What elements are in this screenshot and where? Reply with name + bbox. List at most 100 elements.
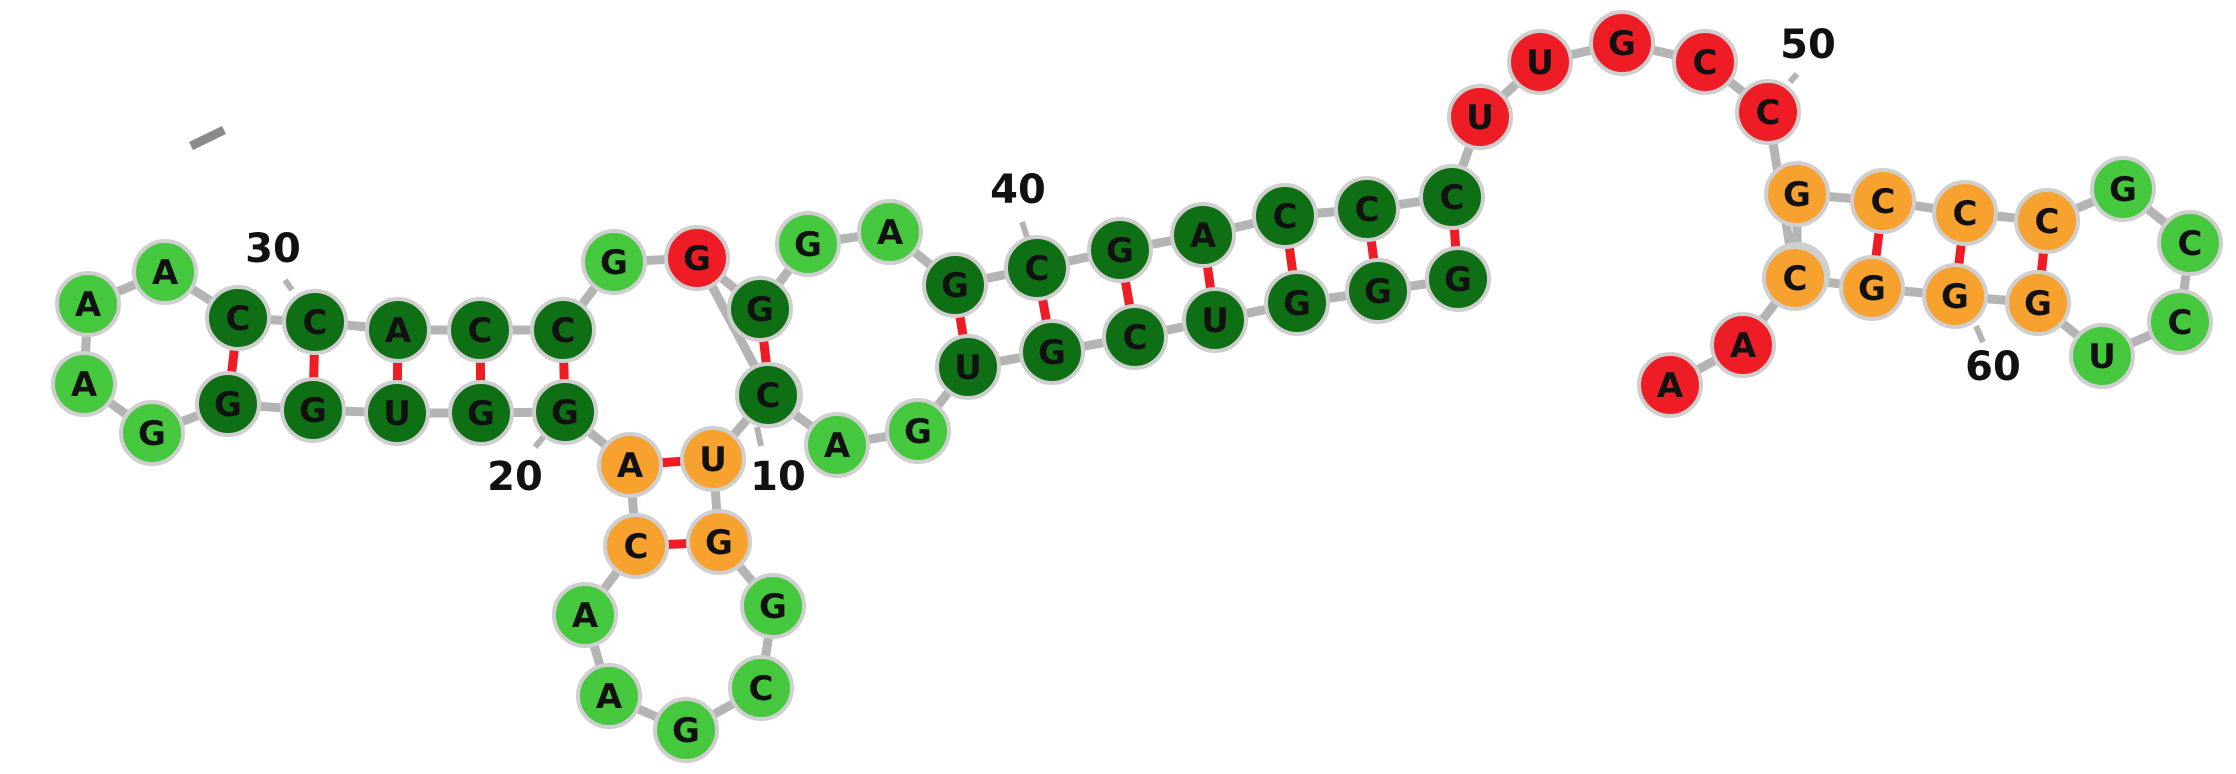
nucleotide-circle <box>2005 270 2071 336</box>
nucleotide-circle <box>448 380 514 446</box>
nucleotide-circle <box>1507 29 1573 95</box>
base-pair-link <box>309 351 319 381</box>
nucleotide-circle <box>1419 164 1485 230</box>
index-tick <box>1787 72 1800 84</box>
nucleotide-node: G <box>922 252 988 318</box>
nucleotide-circle <box>1764 161 1830 227</box>
nucleotide-base-letter: G <box>794 225 822 265</box>
nucleotide-circle <box>1019 319 1085 385</box>
nucleotide-circle <box>1762 245 1828 311</box>
nucleotide-node: U <box>935 334 1001 400</box>
nucleotide-base-letter: G <box>1858 269 1886 309</box>
nucleotide-circle <box>653 697 719 763</box>
nucleotide-node: A <box>1637 352 1703 418</box>
nucleotide-circle <box>664 225 730 291</box>
index-label-40: 40 <box>990 167 1046 213</box>
nucleotide-base-letter: C <box>756 376 781 416</box>
nucleotide-node: C <box>735 362 801 428</box>
nucleotide-circle <box>530 297 596 363</box>
nucleotide-node: C <box>1672 29 1738 95</box>
nucleotide-circle <box>447 297 513 363</box>
nucleotide-base-letter: G <box>600 243 628 283</box>
nucleotide-circle <box>1672 29 1738 95</box>
nucleotide-circle <box>804 412 870 478</box>
nucleotide-node: C <box>2014 188 2080 254</box>
base-pair-link <box>1366 238 1379 262</box>
nucleotide-base-letter: G <box>904 412 932 452</box>
nucleotide-circle <box>1345 258 1411 324</box>
nucleotide-base-letter: G <box>1608 24 1636 64</box>
index-label-20: 20 <box>487 454 543 500</box>
nucleotide-circle <box>935 334 1001 400</box>
nucleotide-node: A <box>576 663 642 729</box>
nucleotide-base-letter: C <box>468 311 493 351</box>
base-pair-link <box>955 313 968 339</box>
nucleotide-circle <box>55 271 121 337</box>
nucleotide-node: A <box>597 432 663 498</box>
nucleotide-base-letter: U <box>954 348 982 388</box>
nucleotide-base-letter: C <box>1355 190 1380 230</box>
base-pair-link <box>1120 278 1135 309</box>
nucleotide-node: A <box>55 271 121 337</box>
nucleotide-circle <box>132 239 198 305</box>
nucleotide-node: G <box>1345 258 1411 324</box>
index-label-10: 10 <box>750 454 806 500</box>
nucleotide-circle <box>735 362 801 428</box>
nucleotide-base-letter: C <box>303 303 328 343</box>
nucleotide-base-letter: A <box>617 446 644 486</box>
nucleotide-base-letter: G <box>551 393 579 433</box>
base-pair-link <box>1954 242 1966 267</box>
nucleotide-base-letter: A <box>572 596 599 636</box>
nucleotide-circle <box>2157 210 2223 276</box>
nucleotide-node: G <box>1839 255 1905 321</box>
nucleotide-node: C <box>1102 304 1168 370</box>
nucleotide-base-letter: U <box>383 394 411 434</box>
nucleotide-base-letter: C <box>2035 202 2060 242</box>
nucleotide-base-letter: C <box>1123 318 1148 358</box>
nucleotide-circle <box>1264 270 1330 336</box>
nucleotide-circle <box>1735 79 1801 145</box>
nucleotide-base-letter: G <box>138 414 166 454</box>
nucleotide-node: U <box>680 426 746 492</box>
nucleotide-base-letter: C <box>1025 249 1050 289</box>
nucleotide-circle <box>119 400 185 466</box>
nucleotide-node: G <box>727 276 793 342</box>
nucleotide-base-letter: A <box>1190 216 1217 256</box>
base-pair-link <box>1037 296 1052 324</box>
nucleotide-node: C <box>1850 168 1916 234</box>
nucleotide-circle <box>1170 202 1236 268</box>
nucleotide-node: C <box>530 297 596 363</box>
nucleotide-circle <box>2090 156 2156 222</box>
nucleotide-circle <box>1087 217 1153 283</box>
nucleotide-node: C <box>205 285 271 351</box>
nucleotide-circle <box>282 289 348 355</box>
nucleotide-node: G <box>119 400 185 466</box>
nucleotide-base-letter: U <box>2088 337 2116 377</box>
nucleotide-circle <box>1102 304 1168 370</box>
nucleotide-node: G <box>2090 156 2156 222</box>
nucleotide-base-letter: G <box>1783 175 1811 215</box>
nucleotide-base-letter: A <box>824 426 851 466</box>
nucleotide-node: G <box>2005 270 2071 336</box>
base-pair-link <box>226 347 240 375</box>
nucleotide-base-letter: G <box>683 239 711 279</box>
nucleotide-base-letter: C <box>1273 197 1298 237</box>
nucleotide-node: G <box>1264 270 1330 336</box>
index-ticks <box>282 72 1986 449</box>
nucleotide-base-letter: G <box>467 394 495 434</box>
nucleotide-circle <box>728 655 794 721</box>
nucleotide-circle <box>2147 289 2213 355</box>
base-pair-link <box>1449 226 1461 250</box>
nucleotide-nodes: AACGCCCGCCUGGGCCCGUUCCCAGCGAGGCGGCCACCAA… <box>51 10 2223 763</box>
base-pair-links <box>226 226 2049 550</box>
base-pair-link <box>659 456 684 468</box>
nucleotide-base-letter: C <box>1871 182 1896 222</box>
nucleotide-circle <box>2069 323 2135 389</box>
nucleotide-node: G <box>885 398 951 464</box>
nucleotide-base-letter: C <box>2168 303 2193 343</box>
nucleotide-base-letter: U <box>1201 301 1229 341</box>
nucleotide-circle <box>740 573 806 639</box>
nucleotide-circle <box>1932 180 1998 246</box>
nucleotide-circle <box>1004 235 1070 301</box>
